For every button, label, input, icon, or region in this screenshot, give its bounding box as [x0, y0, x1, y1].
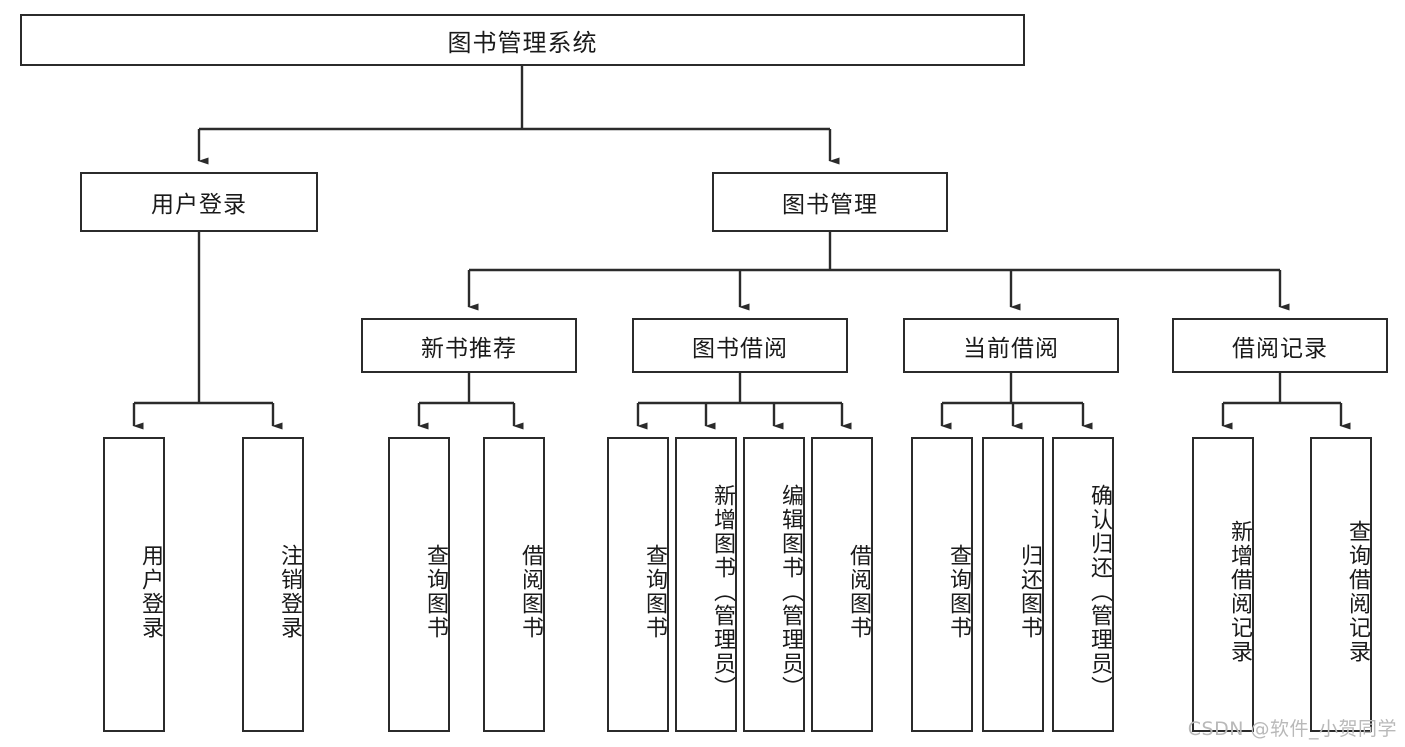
node-book-borrow[interactable]: 图书借阅	[632, 318, 848, 373]
node-new-book-recommend[interactable]: 新书推荐	[361, 318, 577, 373]
node-label: 当前借阅	[963, 335, 1059, 362]
node-label: 新书推荐	[421, 335, 517, 362]
watermark-text: CSDN @软件_小贺同学	[1187, 718, 1397, 740]
node-leaf-return-book[interactable]: 归还图书	[982, 437, 1044, 732]
node-label: 新增借阅记录	[1227, 519, 1252, 664]
node-label: 图书管理	[782, 192, 878, 218]
node-leaf-query-book-1[interactable]: 查询图书	[388, 437, 450, 732]
node-label: 查询图书	[946, 543, 971, 640]
node-book-manage[interactable]: 图书管理	[712, 172, 948, 232]
node-user-login[interactable]: 用户登录	[80, 172, 318, 232]
node-leaf-edit-book[interactable]: 编辑图书（管理员）	[743, 437, 805, 732]
node-label: 注销登录	[277, 543, 302, 640]
node-label: 新增图书（管理员）	[710, 483, 735, 700]
node-label: 图书借阅	[692, 335, 788, 362]
node-leaf-add-record[interactable]: 新增借阅记录	[1192, 437, 1254, 732]
node-label: 归还图书	[1017, 543, 1042, 640]
node-label: 借阅图书	[518, 543, 543, 640]
node-leaf-confirm-return[interactable]: 确认归还（管理员）	[1052, 437, 1114, 732]
node-label: 用户登录	[138, 543, 163, 640]
node-label: 用户登录	[151, 192, 247, 218]
node-leaf-query-record[interactable]: 查询借阅记录	[1310, 437, 1372, 732]
node-leaf-add-book[interactable]: 新增图书（管理员）	[675, 437, 737, 732]
node-label: 借阅记录	[1232, 335, 1328, 362]
node-label: 查询图书	[642, 543, 667, 640]
node-leaf-borrow-book-2[interactable]: 借阅图书	[811, 437, 873, 732]
node-label: 查询借阅记录	[1345, 519, 1370, 664]
node-label: 借阅图书	[846, 543, 871, 640]
node-borrow-record[interactable]: 借阅记录	[1172, 318, 1388, 373]
node-root-system[interactable]: 图书管理系统	[20, 14, 1025, 66]
node-leaf-user-login[interactable]: 用户登录	[103, 437, 165, 732]
node-leaf-borrow-book-1[interactable]: 借阅图书	[483, 437, 545, 732]
node-label: 确认归还（管理员）	[1087, 483, 1112, 700]
node-label: 查询图书	[423, 543, 448, 640]
node-leaf-logout[interactable]: 注销登录	[242, 437, 304, 732]
node-label: 图书管理系统	[447, 28, 598, 57]
node-label: 编辑图书（管理员）	[778, 483, 803, 700]
node-current-borrow[interactable]: 当前借阅	[903, 318, 1119, 373]
node-leaf-query-book-2[interactable]: 查询图书	[607, 437, 669, 732]
node-leaf-query-book-3[interactable]: 查询图书	[911, 437, 973, 732]
